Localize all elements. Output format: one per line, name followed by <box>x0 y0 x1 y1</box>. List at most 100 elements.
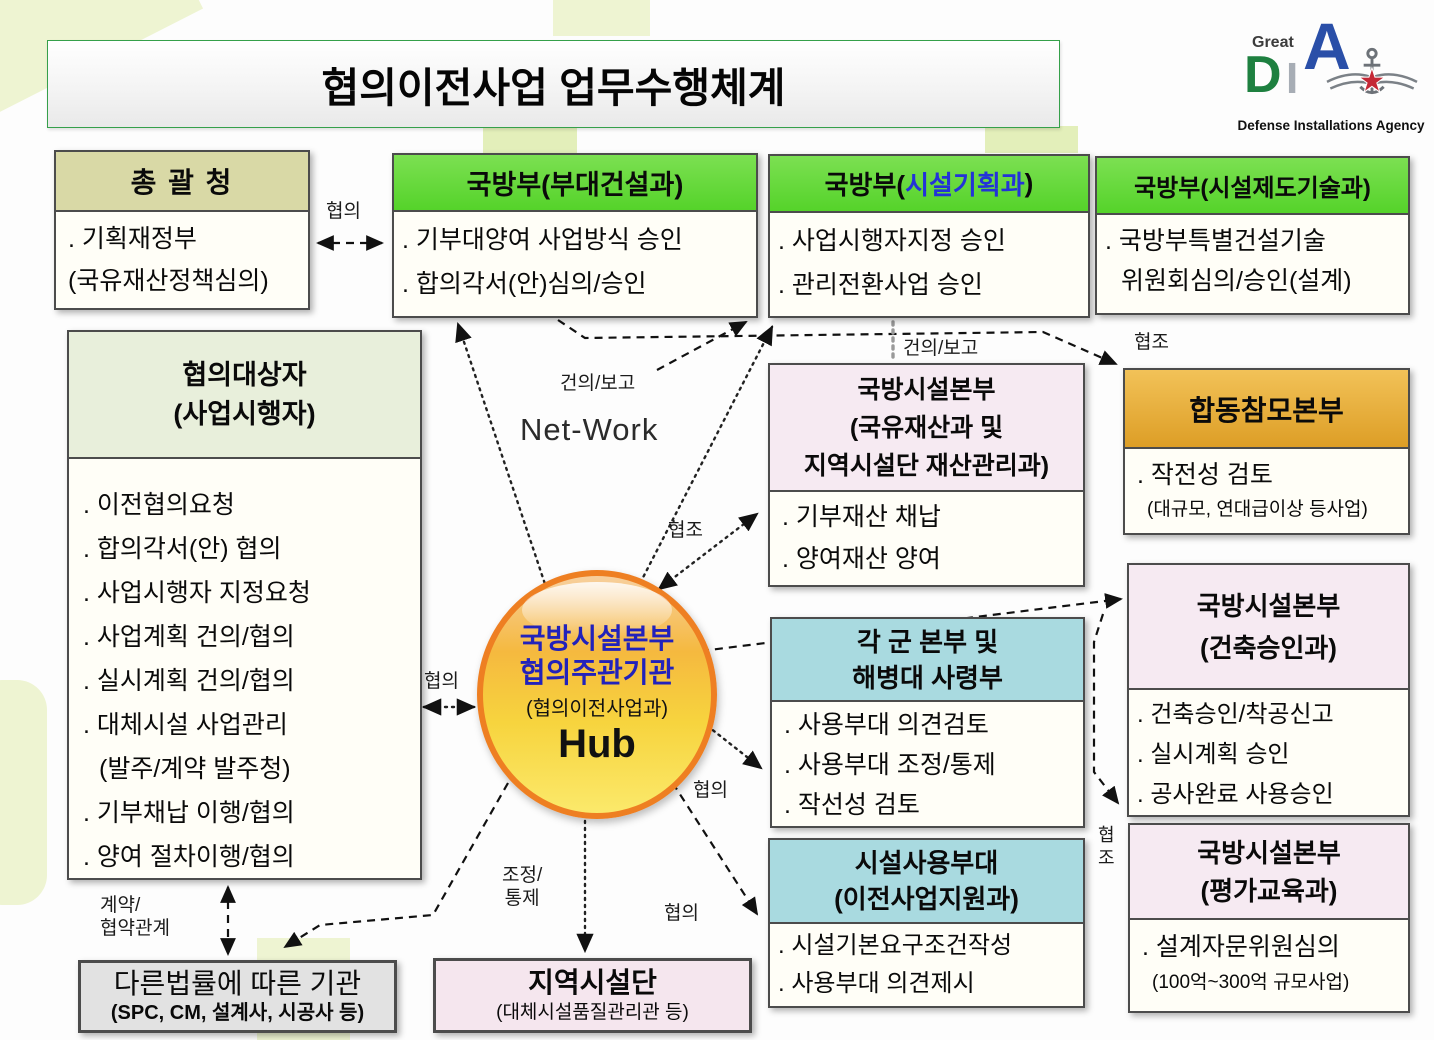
header-text: (국유재산과 및 <box>849 413 1004 442</box>
edge-label-hyeobui-top: 협의 <box>326 201 361 222</box>
list-item: . 사업계획 건의/협의 <box>83 623 295 651</box>
box-jaesangwalli-body: . 기부재산 채납 . 양여재산 양여 <box>770 492 1083 584</box>
box-gakgunbonbu: 각 군 본부 및 해병대 사령부 . 사용부대 의견검토 . 사용부대 조정/통… <box>770 617 1085 828</box>
list-item: . 시설기본요구조건작성 <box>778 932 1013 959</box>
edge-label-hyeopjo-topright: 협조 <box>1134 332 1169 353</box>
list-item: (국유재산정책심의) <box>68 267 269 295</box>
arrow-budae-to-hapdong <box>557 319 1118 366</box>
decor-blob <box>553 0 650 36</box>
header-text: 각 군 본부 및 <box>856 626 999 657</box>
header-text: 합동참모본부 <box>1189 394 1344 426</box>
list-item: . 공사완료 사용승인 <box>1137 781 1334 808</box>
list-item: 위원회심의/승인(설계) <box>1121 267 1352 295</box>
box-gakgunbonbu-body: . 사용부대 의견검토 . 사용부대 조정/통제 . 작선성 검토 <box>772 702 1083 829</box>
logo-letter-a: A <box>1303 9 1351 83</box>
list-item: . 사용부대 의견제시 <box>778 970 975 997</box>
box-budaegeonseol-body: . 기부대양여 사업방식 승인 . 합의각서(안)심의/승인 <box>394 212 756 310</box>
box-pyeonggagyoyuk-body: . 설계자문위원심의 (100억~300억 규모사업) <box>1130 920 1408 1002</box>
box-siseolsayongbudae: 시설사용부대 (이전사업지원과) . 시설기본요구조건작성 . 사용부대 의견제… <box>768 838 1085 1008</box>
svg-text:★: ★ <box>1357 63 1387 100</box>
box-pyeonggagyoyuk-header: 국방시설본부 (평가교육과) <box>1130 825 1408 920</box>
edge-label-gyeyak-line2: 협약관계 <box>100 918 170 939</box>
list-item: . 기획재정부 <box>68 225 197 253</box>
header-text: (건축승인과) <box>1200 632 1337 663</box>
arrow-hub-dareunbeop <box>283 782 509 949</box>
list-item: . 실시계획 승인 <box>1137 741 1290 768</box>
box-dareunbeomnyul-line2: (SPC, CM, 설계사, 시공사 등) <box>110 1002 365 1024</box>
header-text: 국방부(시설제도기술과) <box>1134 175 1371 202</box>
edge-label-gyeyak-line1: 계약/ <box>100 895 141 916</box>
box-siseolsayongbudae-header: 시설사용부대 (이전사업지원과) <box>770 840 1083 924</box>
list-item: . 양여재산 양여 <box>782 545 941 573</box>
list-item: . 합의각서(안) 협의 <box>83 535 282 563</box>
arrow-hub-to-gihoek <box>632 325 774 597</box>
arrow-hub-to-budae <box>455 321 551 598</box>
list-item: . 관리전환사업 승인 <box>778 271 983 299</box>
list-item: . 사업시행자 지정요청 <box>83 579 311 607</box>
box-geonchukseungin-header: 국방시설본부 (건축승인과) <box>1129 565 1408 690</box>
edge-label-jojeong-tongje: 조정/ 통제 <box>502 864 542 910</box>
decor-blob <box>0 680 47 905</box>
list-item: . 이전협의요청 <box>83 491 235 519</box>
box-hyeobuidaesangja: 협의대상자 (사업시행자) . 이전협의요청 . 합의각서(안) 협의 . 사업… <box>67 330 422 880</box>
page-title: 협의이전사업 업무수행체계 <box>47 40 1060 128</box>
list-item: . 합의각서(안)심의/승인 <box>402 270 647 298</box>
edge-label-geonui-bogo-right: 건의/보고 <box>903 338 979 359</box>
box-jiyeoksiseoldan-line2: (대체시설품질관리관 등) <box>496 1002 689 1023</box>
box-hyeobuidaesangja-header: 협의대상자 (사업시행자) <box>69 332 420 459</box>
box-hapdongchammo: 합동참모본부 . 작전성 검토 (대규모, 연대급이상 등사업) <box>1123 368 1410 535</box>
decor-blob <box>483 126 577 153</box>
list-item: . 기부채납 이행/협의 <box>83 799 295 827</box>
network-label: Net-Work <box>520 412 659 447</box>
hub-line4: Hub <box>558 722 636 766</box>
box-hapdongchammo-body: . 작전성 검토 (대규모, 연대급이상 등사업) <box>1125 449 1408 529</box>
list-item: . 사업시행자지정 승인 <box>778 227 1006 255</box>
box-jiyeoksiseoldan: 지역시설단 (대체시설품질관리관 등) <box>433 958 752 1033</box>
box-chonggwalcheong: 총 괄 청 . 기획재정부 (국유재산정책심의) <box>54 150 310 310</box>
edge-label-hyeobui-gakgun: 협의 <box>693 780 728 801</box>
header-text: 국방시설본부 <box>857 375 996 404</box>
logo-letter-i: I <box>1286 54 1299 103</box>
list-item: . 실시계획 건의/협의 <box>83 667 295 695</box>
list-item: . 기부대양여 사업방식 승인 <box>402 226 683 254</box>
page-title-text: 협의이전사업 업무수행체계 <box>321 65 786 111</box>
list-item: . 양여 절차이행/협의 <box>83 843 295 871</box>
list-note: (100억~300억 규모사업) <box>1152 972 1350 993</box>
logo-caption: Defense Installations Agency <box>1237 118 1425 133</box>
edge-label-hyeopjo-vertical: 협조 <box>1098 825 1115 868</box>
logo-great-text: Great <box>1252 34 1294 51</box>
box-dareunbeomnyul: 다른법률에 따른 기관 (SPC, CM, 설계사, 시공사 등) <box>78 960 397 1033</box>
header-text: 시설사용부대 <box>854 848 999 878</box>
box-hapdongchammo-header: 합동참모본부 <box>1125 370 1408 449</box>
header-text: 지역시설단 재산관리과) <box>803 451 1050 480</box>
edge-label-jojeong-line1: 조정/ <box>502 865 543 886</box>
box-siseoljedogisul-header: 국방부(시설제도기술과) <box>1097 158 1408 215</box>
list-item: . 국방부특별건설기술 <box>1105 227 1326 255</box>
list-item: . 설계자문위원심의 <box>1142 933 1340 961</box>
list-item: . 작전성 검토 <box>1137 461 1273 489</box>
box-jaesangwalli-header: 국방시설본부 (국유재산과 및 지역시설단 재산관리과) <box>770 365 1083 492</box>
dia-logo: Great D I A ★ Defense Installations Agen… <box>1232 4 1424 140</box>
box-geonchukseungin: 국방시설본부 (건축승인과) . 건축승인/착공신고 . 실시계획 승인 . 공… <box>1127 563 1410 817</box>
box-dareunbeomnyul-line1: 다른법률에 따른 기관 <box>113 968 362 999</box>
box-chonggwalcheong-header: 총 괄 청 <box>56 152 308 212</box>
box-jaesangwalli: 국방시설본부 (국유재산과 및 지역시설단 재산관리과) . 기부재산 채납 .… <box>768 363 1085 587</box>
box-gakgunbonbu-header: 각 군 본부 및 해병대 사령부 <box>772 619 1083 702</box>
box-siseolgihoek-body: . 사업시행자지정 승인 . 관리전환사업 승인 <box>770 213 1088 311</box>
edge-label-hyeobui-bottom: 협의 <box>664 903 699 924</box>
header-text: 협의대상자 <box>182 359 307 390</box>
arrow-hub-sayongbudae <box>664 770 759 916</box>
header-text: (이전사업지원과) <box>834 884 1019 914</box>
header-text: 해병대 사령부 <box>852 662 1003 693</box>
box-budaegeonseol-header: 국방부(부대건설과) <box>394 155 756 212</box>
box-siseoljedogisul: 국방부(시설제도기술과) . 국방부특별건설기술 위원회심의/승인(설계) <box>1095 156 1410 315</box>
hub-line1: 국방시설본부 <box>519 623 675 654</box>
header-text: ) <box>1024 168 1034 198</box>
list-item: . 기부재산 채납 <box>782 503 941 531</box>
list-item: . 작선성 검토 <box>784 791 920 819</box>
box-pyeonggagyoyuk: 국방시설본부 (평가교육과) . 설계자문위원심의 (100억~300억 규모사… <box>1128 823 1410 1013</box>
box-budaegeonseol: 국방부(부대건설과) . 기부대양여 사업방식 승인 . 합의각서(안)심의/승… <box>392 153 758 318</box>
hub-circle: 국방시설본부 협의주관기관 (협의이전사업과) Hub <box>477 570 717 819</box>
box-siseoljedogisul-body: . 국방부특별건설기술 위원회심의/승인(설계) <box>1097 215 1408 305</box>
